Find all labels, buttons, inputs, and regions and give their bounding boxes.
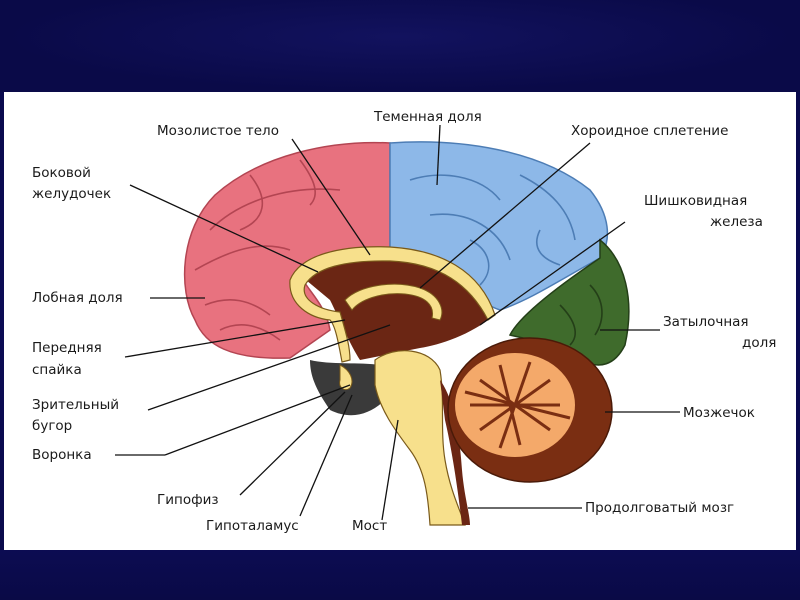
- label-frontal-lobe: Лобная доля: [32, 290, 123, 306]
- label-pineal-line1: Шишковидная: [644, 193, 747, 209]
- frontal-gyri: [194, 159, 341, 341]
- diagram-panel: Мозолистое тело Теменная доля Хороидное …: [4, 92, 796, 550]
- label-lateral-ventricle-line2: желудочек: [32, 186, 111, 202]
- arbor-vitae: [464, 361, 571, 449]
- label-pons: Мост: [352, 518, 387, 534]
- label-anterior-commissure-line1: Передняя: [32, 340, 102, 356]
- label-choroid-plexus: Хороидное сплетение: [571, 123, 728, 139]
- label-corpus-callosum: Мозолистое тело: [157, 123, 279, 139]
- label-lateral-ventricle-line1: Боковой: [32, 165, 91, 181]
- brain-diagram: Мозолистое тело Теменная доля Хороидное …: [32, 109, 776, 534]
- label-pituitary: Гипофиз: [157, 492, 219, 508]
- label-cerebellum: Мозжечок: [683, 405, 755, 421]
- medulla-region: [440, 380, 470, 525]
- label-thalamus-line2: бугор: [32, 418, 72, 434]
- corpus-callosum-region: [289, 246, 496, 363]
- label-parietal-lobe: Теменная доля: [373, 109, 482, 125]
- label-hypothalamus: Гипоталамус: [206, 518, 299, 534]
- slide-title-band: [0, 0, 800, 92]
- slide-bottom-band: [0, 550, 800, 600]
- label-infundibulum: Воронка: [32, 447, 92, 463]
- leader-lines: [115, 124, 680, 521]
- label-occipital-line2: доля: [742, 335, 776, 351]
- occipital-gyri: [559, 284, 603, 346]
- pituitary-region: [339, 364, 353, 391]
- label-pineal-line2: железа: [710, 214, 763, 230]
- diencephalon-region: [300, 254, 495, 360]
- brainstem-region: [374, 350, 466, 526]
- fornix-region: [344, 283, 443, 321]
- parietal-gyri: [409, 174, 576, 286]
- label-thalamus-line1: Зрительный: [32, 397, 119, 413]
- label-occipital-line1: Затылочная: [663, 314, 749, 330]
- label-anterior-commissure-line2: спайка: [32, 362, 82, 378]
- label-medulla: Продолговатый мозг: [585, 500, 734, 516]
